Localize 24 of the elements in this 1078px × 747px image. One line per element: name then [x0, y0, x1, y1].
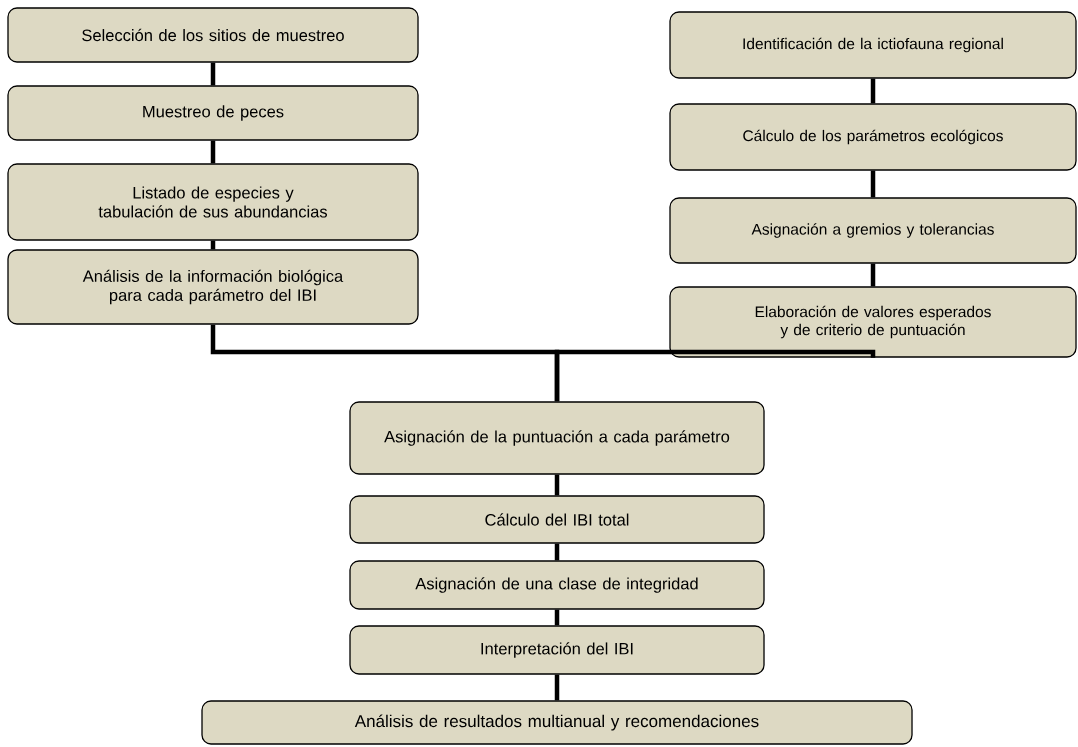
connector-line — [870, 78, 876, 104]
connector-line — [870, 263, 876, 287]
process-box: Análisis de resultados multianual y recomendaciones — [201, 700, 913, 745]
connector-line — [554, 474, 560, 496]
process-box: Listado de especies y tabulación de sus abundancias — [7, 163, 419, 241]
connector-line — [210, 240, 216, 250]
process-box: Selección de los sitios de muestreo — [7, 7, 419, 63]
connector-line — [870, 170, 876, 198]
connector-line — [554, 543, 560, 561]
process-box: Identificación de la ictiofauna regional — [669, 11, 1077, 79]
process-box: Asignación a gremios y tolerancias — [669, 197, 1077, 264]
process-box: Interpretación del IBI — [349, 625, 765, 675]
connector-line — [554, 349, 876, 402]
process-box: Asignación de la puntuación a cada parámetro — [349, 401, 765, 475]
process-box: Análisis de la información biológica para cada parámetro del IBI — [7, 249, 419, 325]
process-box: Cálculo del IBI total — [349, 495, 765, 544]
connector-line — [554, 674, 560, 701]
connector-line — [210, 62, 216, 86]
connector-line — [554, 609, 560, 626]
connector-line — [210, 140, 216, 164]
process-box: Asignación de una clase de integridad — [349, 560, 765, 610]
process-box: Muestreo de peces — [7, 85, 419, 141]
process-box: Cálculo de los parámetros ecológicos — [669, 103, 1077, 171]
process-box: Elaboración de valores esperados y de criterio de puntuación — [669, 286, 1077, 358]
